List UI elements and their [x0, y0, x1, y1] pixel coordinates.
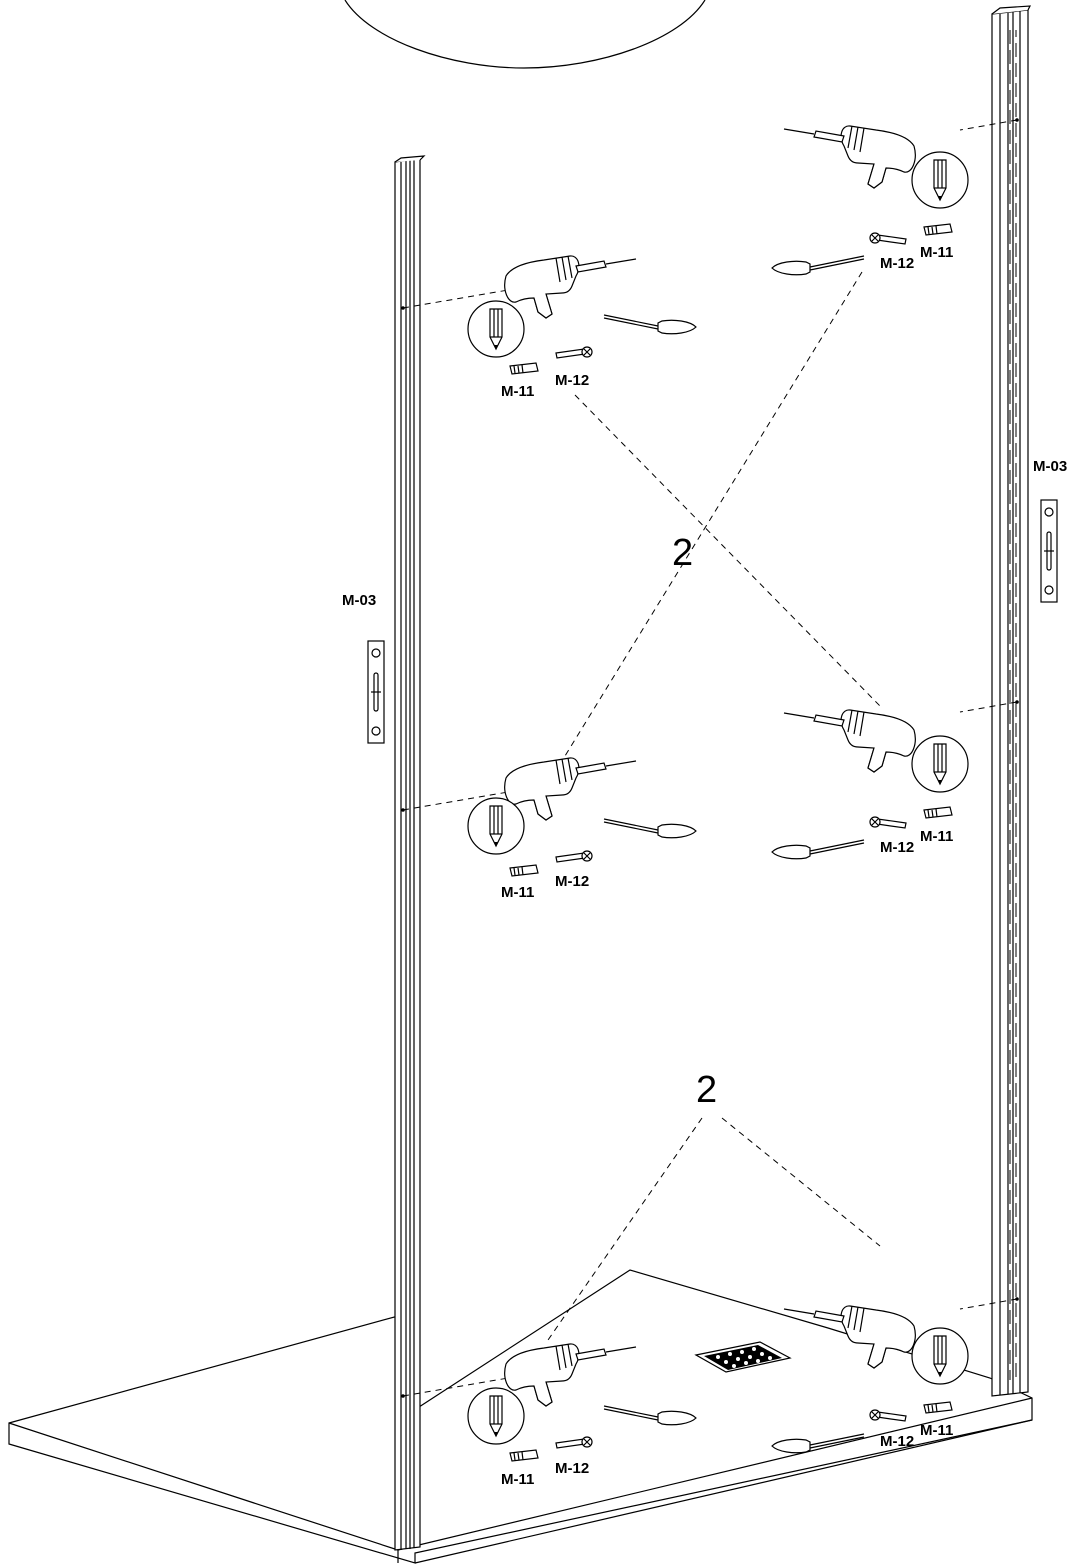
part-label-m12: M-12 [555, 873, 589, 890]
wall-plug-icon [923, 223, 953, 236]
pencil-mark-icon [467, 300, 525, 358]
bracket-icon [367, 640, 385, 744]
screwdriver-icon [603, 314, 697, 335]
screwdriver-icon [771, 839, 865, 860]
part-label-m11: M-11 [501, 884, 534, 901]
part-label-m12: M-12 [880, 255, 914, 272]
drill-icon [783, 125, 916, 189]
wall-plug-icon [923, 806, 953, 819]
part-label-m12: M-12 [555, 1460, 589, 1477]
screw-icon [555, 850, 593, 863]
pencil-mark-icon [467, 797, 525, 855]
detail-circle [344, 0, 706, 69]
part-label-m03-left: M-03 [342, 592, 376, 609]
part-label-m12: M-12 [880, 1433, 914, 1450]
screw-icon [555, 346, 593, 359]
part-label-m03-right: M-03 [1033, 458, 1067, 475]
screw-icon [869, 232, 907, 245]
pencil-mark-icon [911, 735, 969, 793]
part-label-m12: M-12 [880, 839, 914, 856]
screw-icon [869, 816, 907, 829]
part-label-m12: M-12 [555, 372, 589, 389]
left-wall-profile [394, 155, 426, 1551]
quantity-label-bottom: 2 [696, 1069, 717, 1111]
wall-plug-icon [509, 864, 539, 877]
screwdriver-icon [771, 255, 865, 276]
bracket-icon [1040, 499, 1058, 603]
wall-plug-icon [509, 362, 539, 375]
pencil-mark-icon [911, 1327, 969, 1385]
drill-icon [504, 255, 637, 319]
part-label-m11: M-11 [920, 828, 953, 845]
pencil-mark-icon [467, 1387, 525, 1445]
quantity-label-middle: 2 [672, 532, 693, 574]
part-label-m11: M-11 [920, 244, 953, 261]
guide-lines [402, 119, 1018, 1397]
part-label-m11: M-11 [501, 1471, 534, 1488]
part-label-m11: M-11 [501, 383, 534, 400]
pencil-mark-icon [911, 151, 969, 209]
drain-grate-icon [694, 1341, 792, 1373]
right-wall-profile [991, 5, 1032, 1397]
part-label-m11: M-11 [920, 1422, 953, 1439]
screwdriver-icon [603, 818, 697, 839]
drill-icon [783, 709, 916, 773]
drill-icon [504, 757, 637, 821]
